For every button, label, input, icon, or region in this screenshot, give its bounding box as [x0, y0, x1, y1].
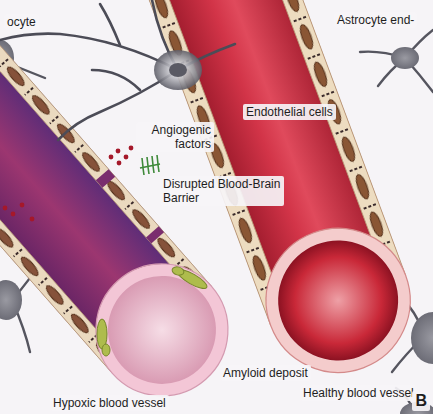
astrocyte-cell	[154, 50, 202, 90]
astrocyte-nucleus	[169, 63, 187, 77]
barrier-label: Disrupted Blood-Brain Barrier	[160, 176, 284, 206]
hypoxic-vessel	[0, 11, 255, 414]
astrocyte-processes	[0, 0, 235, 140]
cell-label: Astrocyte end-	[334, 12, 417, 28]
angiogenic-factors	[3, 146, 134, 222]
amyloid-deposit	[97, 266, 209, 356]
panel-letter: B	[412, 391, 430, 411]
receptor-symbol	[140, 155, 160, 175]
vessel-label: Healthy blood vessel	[300, 385, 417, 401]
vessel-label: Hypoxic blood vessel	[50, 395, 169, 411]
factor-label: Angiogenic factors	[136, 122, 214, 152]
cell-label: ocyte	[4, 14, 39, 30]
deposit-label: Amyloid deposit	[220, 365, 311, 381]
cell-label: Endothelial cells	[243, 104, 336, 120]
